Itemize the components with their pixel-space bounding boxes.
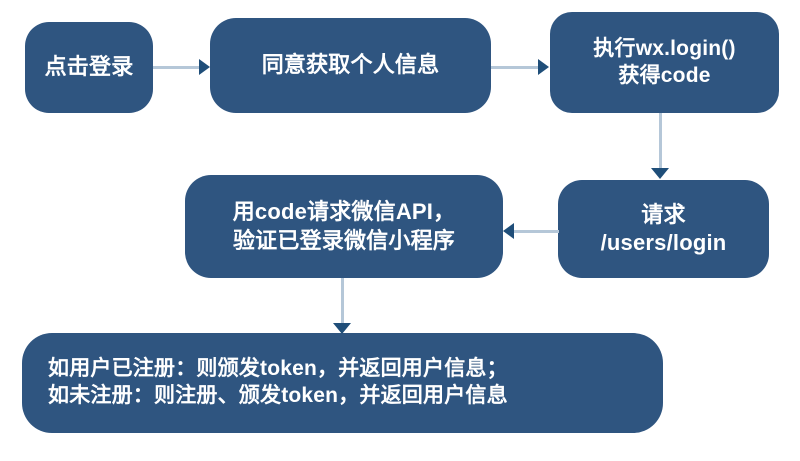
connector-agree-info-to-wx-login-line (491, 66, 539, 69)
flow-node-agree-info-line-1: 同意获取个人信息 (261, 52, 440, 78)
connector-users-login-to-verify-api-line (514, 230, 559, 233)
connector-agree-info-to-wx-login-arrowhead (538, 59, 549, 75)
flow-node-token-result-line-1: 如用户已注册：则颁发token，并返回用户信息； (48, 357, 508, 381)
connector-click-login-to-agree-info-line (153, 66, 200, 69)
flow-node-verify-api-line-2: 验证已登录微信小程序 (232, 227, 455, 253)
flow-node-users-login[interactable]: 请求 /users/login (558, 180, 769, 278)
flow-node-wx-login-line-1: 执行wx.login() (593, 36, 736, 60)
connector-click-login-to-agree-info-arrowhead (199, 59, 210, 75)
flow-node-users-login-line-1: 请求 (641, 201, 686, 227)
flow-node-verify-api[interactable]: 用code请求微信API， 验证已登录微信小程序 (185, 175, 503, 278)
connector-users-login-to-verify-api-arrowhead (503, 223, 514, 239)
flow-node-verify-api-line-1: 用code请求微信API， (232, 199, 456, 225)
flow-node-wx-login[interactable]: 执行wx.login() 获得code (550, 12, 779, 113)
flow-node-token-result-line-2: 如未注册：则注册、颁发token，并返回用户信息 (48, 384, 508, 407)
flow-node-click-login-line-1: 点击登录 (44, 54, 134, 80)
connector-verify-api-to-token-result-arrowhead (333, 323, 351, 334)
flow-node-wx-login-line-2: 获得code (618, 63, 711, 87)
flow-node-users-login-line-2: /users/login (600, 230, 727, 255)
flow-node-agree-info[interactable]: 同意获取个人信息 (210, 18, 491, 113)
connector-wx-login-to-users-login-line (659, 113, 662, 170)
connector-wx-login-to-users-login-arrowhead (651, 168, 669, 179)
flow-node-click-login[interactable]: 点击登录 (25, 22, 153, 113)
flow-node-token-result[interactable]: 如用户已注册：则颁发token，并返回用户信息； 如未注册：则注册、颁发toke… (22, 333, 663, 433)
connector-verify-api-to-token-result-line (341, 278, 344, 325)
